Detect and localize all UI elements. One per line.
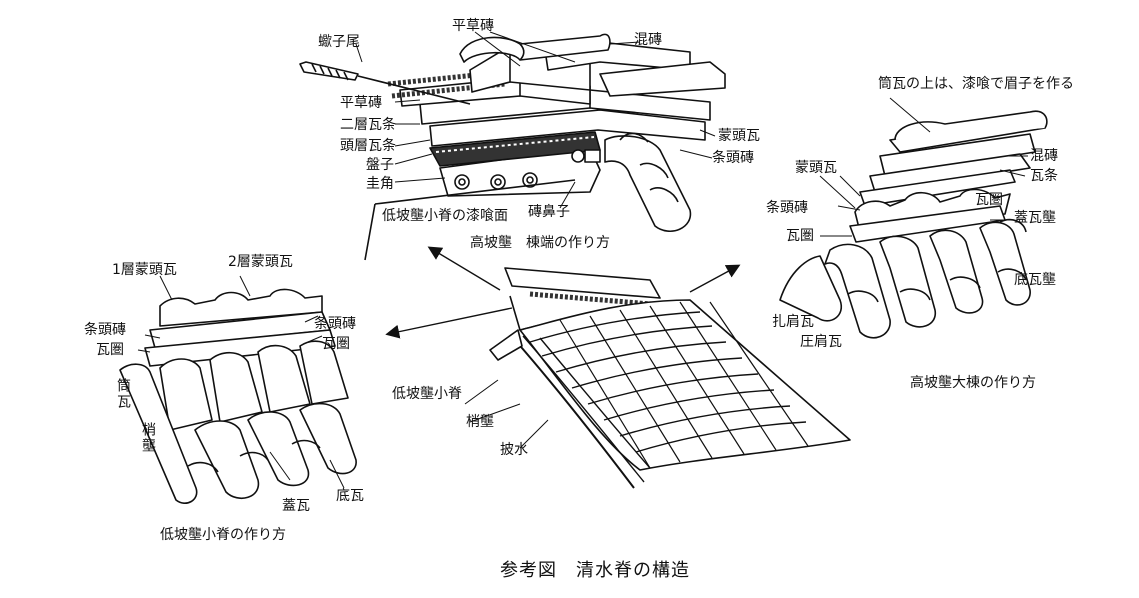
right-main-ridge-drawing xyxy=(779,110,1048,339)
label-hunzhuan-right: 混磚 xyxy=(1030,148,1058,164)
label-tiaotou-left: 条頭磚 xyxy=(84,322,126,338)
center-roof-drawing xyxy=(489,267,851,489)
label-xiezi-wei: 蠍子尾 xyxy=(318,34,360,50)
label-gailong: 蓋瓦壟 xyxy=(1014,210,1056,226)
label-shaolong-center: 梢壟 xyxy=(466,414,494,430)
label-zhuanbizi: 磚鼻子 xyxy=(528,204,570,220)
arrow-left xyxy=(385,307,513,339)
label-waquan-right-side: 瓦圏 xyxy=(322,336,350,352)
caption-top-view: 高坡壟 棟端の作り方 xyxy=(470,235,610,251)
label-waquan-left: 瓦圏 xyxy=(96,342,124,358)
label-pishui: 披水 xyxy=(500,442,528,458)
label-meng1: 1層蒙頭瓦 xyxy=(112,262,177,278)
label-gaiwa: 蓋瓦 xyxy=(282,498,310,514)
label-guijiao: 圭角 xyxy=(366,176,394,192)
label-menggou-top: 蒙頭瓦 xyxy=(718,128,760,144)
figure-title: 参考図 清水脊の構造 xyxy=(500,560,690,581)
label-shaolong-left: 梢壟 xyxy=(140,422,156,454)
arrow-right xyxy=(689,264,741,293)
label-waquan-right-b: 瓦圏 xyxy=(786,228,814,244)
label-tiaotou-top: 条頭磚 xyxy=(712,150,754,166)
label-pingcaozhuan: 平草磚 xyxy=(340,95,382,111)
label-dilong: 底瓦壟 xyxy=(1014,272,1056,288)
left-small-ridge-drawing xyxy=(119,288,357,504)
label-tiaotou-right: 条頭磚 xyxy=(766,200,808,216)
label-tongwa: 筒瓦 xyxy=(115,378,131,410)
label-tiaotou-right-side: 条頭磚 xyxy=(314,316,356,332)
label-right-note: 筒瓦の上は、漆喰で眉子を作る xyxy=(878,76,1074,92)
caption-left-view: 低坡壟小脊の作り方 xyxy=(160,527,286,543)
label-waquan-right-a: 瓦圏 xyxy=(975,192,1003,208)
label-diwa: 底瓦 xyxy=(336,488,364,504)
caption-right-view: 高坡壟大棟の作り方 xyxy=(910,375,1036,391)
label-meng2: 2層蒙頭瓦 xyxy=(228,254,293,270)
label-panzi: 盤子 xyxy=(366,157,394,173)
label-xiaoji: 低坡壟小脊 xyxy=(392,386,462,402)
leader-lines xyxy=(137,31,1028,489)
arrow-top xyxy=(427,246,501,291)
label-qihui-mian: 低坡壟小脊の漆喰面 xyxy=(382,208,508,224)
label-erceng-watiao: 二層瓦条 xyxy=(340,117,396,133)
label-yajian: 圧肩瓦 xyxy=(800,334,842,350)
label-hunzhuan-top: 混磚 xyxy=(634,32,662,48)
label-zhajian: 扎肩瓦 xyxy=(772,314,814,330)
label-watiao-right: 瓦条 xyxy=(1030,168,1058,184)
label-pingcaozhuan-top: 平草磚 xyxy=(452,18,494,34)
label-touceng-watiao: 頭層瓦条 xyxy=(340,138,396,154)
label-menggou-right: 蒙頭瓦 xyxy=(795,160,837,176)
